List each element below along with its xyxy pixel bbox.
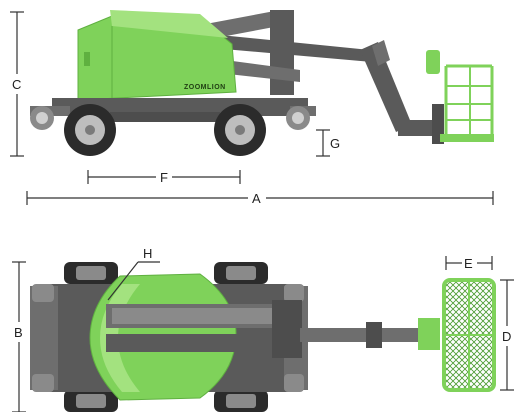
top-wheel-rear-left	[214, 262, 268, 284]
side-brand-label: ZOOMLION	[184, 84, 226, 91]
dim-label-e: E	[464, 256, 473, 271]
top-caster-fl	[32, 284, 54, 302]
top-dimensions: B H E D	[12, 246, 514, 412]
side-jib-upper	[372, 40, 390, 66]
side-body-top	[110, 10, 228, 38]
dim-label-c: C	[12, 77, 21, 92]
dim-label-h: H	[143, 246, 152, 261]
side-jib-lower	[360, 42, 412, 132]
side-body-vent	[84, 52, 90, 66]
top-jib	[300, 328, 422, 342]
side-jib-head	[398, 120, 438, 136]
top-front-axle	[30, 286, 58, 390]
side-dimensions: C G F A	[10, 11, 494, 206]
side-body: ZOOMLION	[77, 10, 237, 101]
top-rotator	[418, 318, 440, 350]
top-platform-basket	[442, 278, 496, 392]
side-platform-basket	[426, 50, 494, 142]
top-boom	[106, 300, 440, 358]
side-chassis-lower	[110, 112, 220, 122]
top-view	[30, 262, 496, 412]
dim-label-d: D	[502, 329, 511, 344]
top-wheel-rear-right	[214, 390, 268, 412]
top-boom-tower	[272, 300, 302, 358]
top-caster-fr	[32, 374, 54, 392]
side-wheel-rear	[214, 104, 266, 156]
dim-label-a: A	[252, 191, 261, 206]
top-lower-boom	[106, 334, 276, 352]
side-boom-tower	[270, 10, 294, 95]
top-jib-joint	[366, 322, 382, 348]
dim-label-b: B	[14, 325, 23, 340]
side-wheel-front	[64, 104, 116, 156]
dim-label-g: G	[330, 136, 340, 151]
side-basket-floor	[440, 134, 494, 142]
side-mid-boom	[225, 60, 300, 82]
side-caster-left	[30, 106, 54, 130]
side-view: ZOOMLION	[30, 10, 494, 156]
top-wheel-front-left	[64, 262, 118, 284]
top-main-boom-inner	[112, 308, 292, 324]
top-caster-rl	[284, 284, 304, 302]
side-caster-right	[286, 106, 310, 130]
dim-label-f: F	[160, 170, 168, 185]
side-control-box	[426, 50, 440, 74]
top-caster-rr	[284, 374, 304, 392]
top-wheel-front-right	[64, 390, 118, 412]
